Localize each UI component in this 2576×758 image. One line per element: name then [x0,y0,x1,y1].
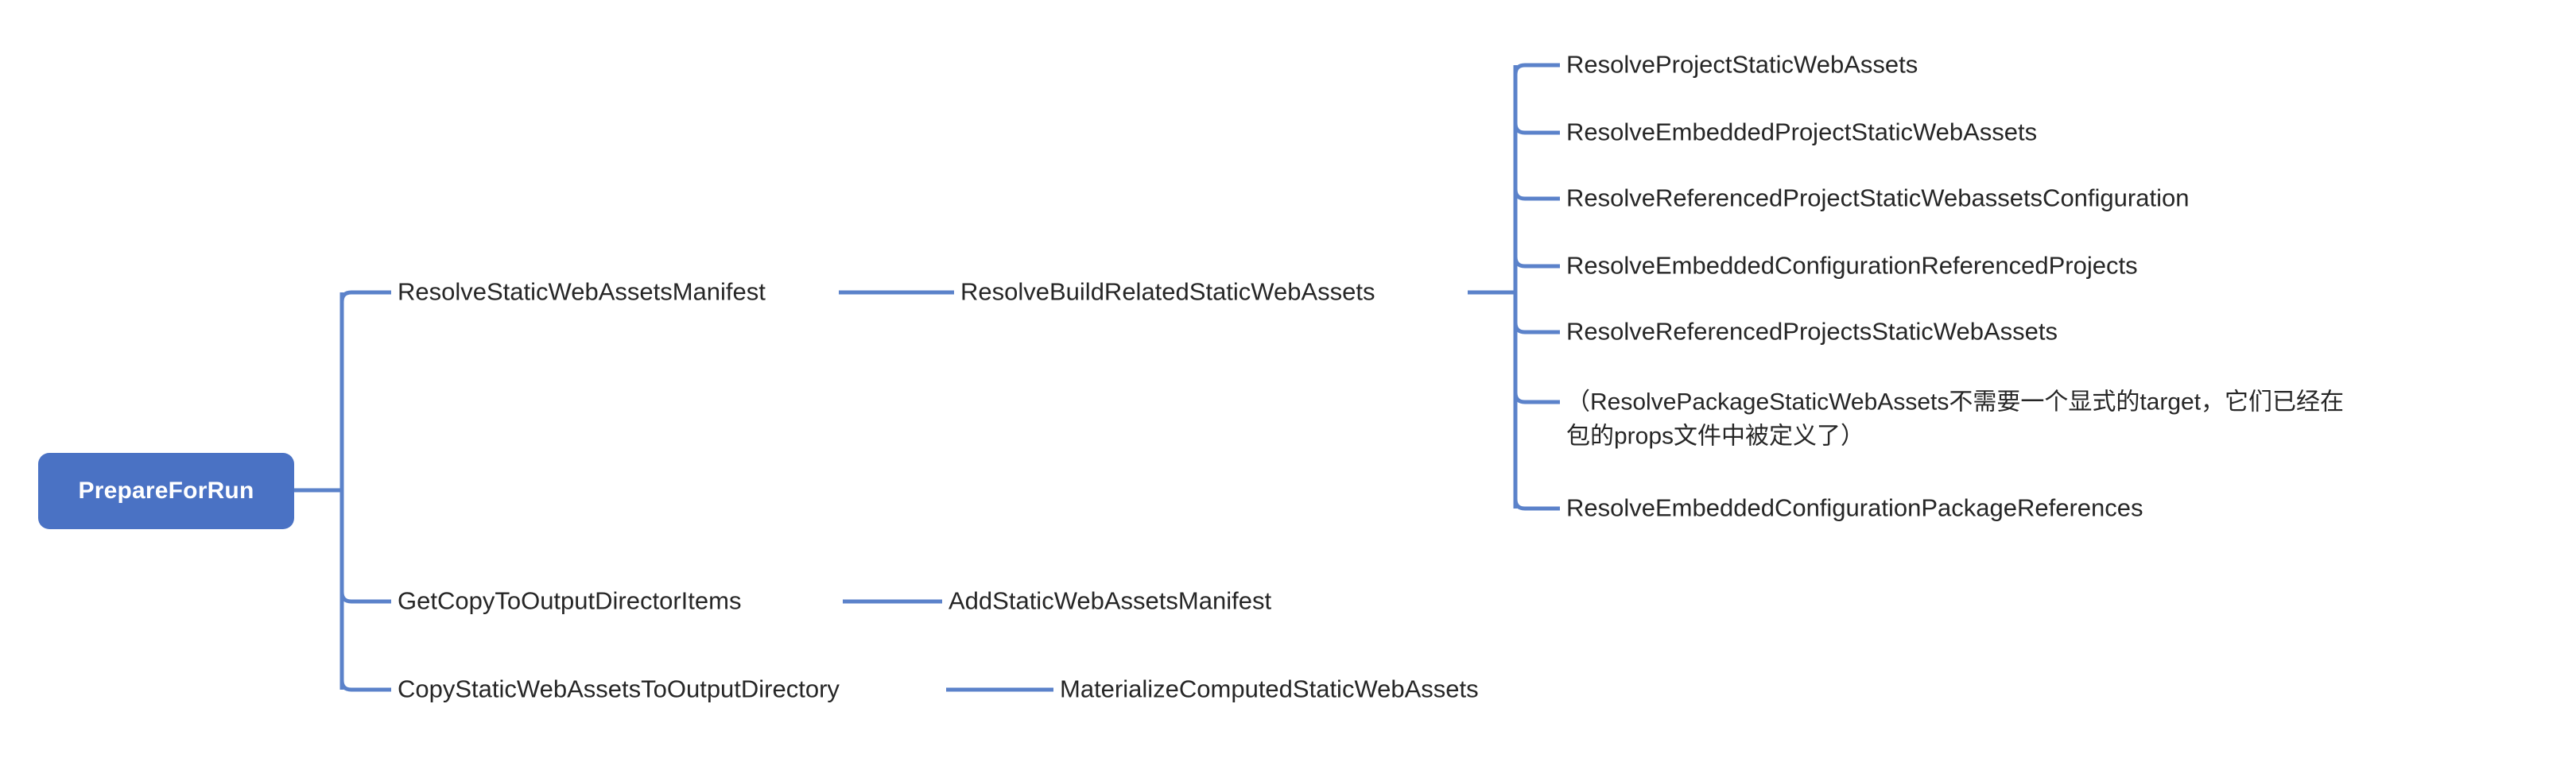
node-resolve-referenced-projects-static-web-assets[interactable]: ResolveReferencedProjectsStaticWebAssets [1566,317,2058,346]
node-add-static-web-assets-manifest[interactable]: AddStaticWebAssetsManifest [949,586,1272,615]
node-resolve-build-related-static-web-assets[interactable]: ResolveBuildRelatedStaticWebAssets [960,277,1375,306]
connector-leaf-6 [1513,392,1560,404]
node-resolve-embedded-configuration-referenced-projects[interactable]: ResolveEmbeddedConfigurationReferencedPr… [1566,251,2138,280]
connector-leaf-5 [1513,322,1560,335]
node-root-prepare-for-run[interactable]: PrepareForRun [38,453,294,529]
node-root-label: PrepareForRun [78,478,254,504]
node-copy-static-web-assets-to-output-directory[interactable]: CopyStaticWebAssetsToOutputDirectory [398,675,840,703]
node-resolve-referenced-project-static-webassets-configuration[interactable]: ResolveReferencedProjectStaticWebassetsC… [1566,184,2190,212]
connector-leaf-3 [1513,188,1560,201]
connector-branch-2 [339,591,391,604]
connector-branch-3 [339,679,391,692]
connector-leaf-1 [1513,63,1560,79]
node-resolve-package-static-web-assets-note[interactable]: （ResolvePackageStaticWebAssets不需要一个显式的ta… [1566,389,2345,449]
node-resolve-project-static-web-assets[interactable]: ResolveProjectStaticWebAssets [1566,50,1918,79]
connector-leaf-7 [1513,498,1560,511]
node-resolve-embedded-project-static-web-assets[interactable]: ResolveEmbeddedProjectStaticWebAssets [1566,118,2038,146]
node-resolve-static-web-assets-manifest[interactable]: ResolveStaticWebAssetsManifest [398,277,766,306]
connector-leaf-2 [1513,122,1560,135]
node-materialize-computed-static-web-assets[interactable]: MaterializeComputedStaticWebAssets [1060,675,1479,703]
node-resolve-embedded-configuration-package-references[interactable]: ResolveEmbeddedConfigurationPackageRefer… [1566,493,2143,522]
connector-leaf-4 [1513,256,1560,269]
connector-branch-1 [339,290,391,307]
node-get-copy-to-output-director-items[interactable]: GetCopyToOutputDirectorItems [398,586,742,615]
